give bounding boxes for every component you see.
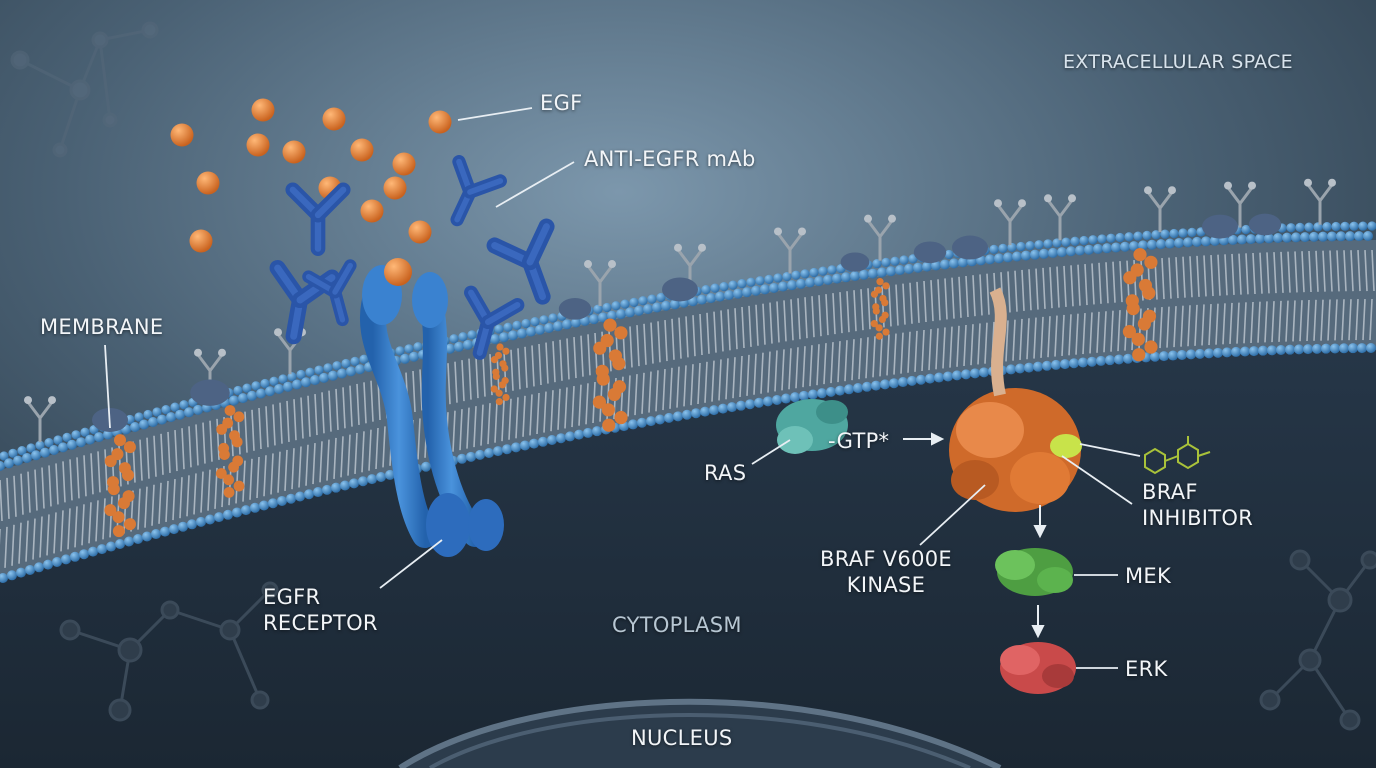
label-erk: ERK xyxy=(1125,657,1168,681)
label-cytoplasm: CYTOPLASM xyxy=(612,613,742,637)
label-mek: MEK xyxy=(1125,564,1172,588)
label-egfr-line2: RECEPTOR xyxy=(263,611,378,635)
label-braf-kinase-line2: KINASE xyxy=(846,573,926,597)
leader-lines xyxy=(104,107,1141,669)
label-braf-v600e-kinase: BRAF V600E KINASE xyxy=(800,546,972,598)
membrane-bilayer-icon xyxy=(0,178,1376,583)
label-anti-egfr-mab: ANTI-EGFR mAb xyxy=(584,147,756,171)
label-ras: RAS xyxy=(704,461,747,485)
background-molecule-decoration xyxy=(10,21,159,158)
label-nucleus: NUCLEUS xyxy=(631,726,733,750)
arrow-icon xyxy=(903,432,1047,639)
label-gtp: -GTP* xyxy=(828,429,890,453)
ras-protein-icon xyxy=(776,399,848,454)
label-egfr-line1: EGFR xyxy=(263,585,321,609)
label-braf-inhibitor-line1: BRAF xyxy=(1142,480,1198,504)
label-braf-inhibitor: BRAF INHIBITOR xyxy=(1142,479,1253,531)
cytoplasm-molecule-decoration xyxy=(59,549,1376,731)
erk-protein-icon xyxy=(1000,642,1076,694)
egf-ligand-icon xyxy=(170,98,452,253)
label-membrane: MEMBRANE xyxy=(40,315,164,339)
antibody-icon xyxy=(269,155,555,360)
label-braf-inhibitor-line2: INHIBITOR xyxy=(1142,506,1254,530)
label-extracellular-space: EXTRACELLULAR SPACE xyxy=(1063,51,1293,73)
braf-kinase-icon xyxy=(949,287,1081,512)
label-egfr-receptor: EGFR RECEPTOR xyxy=(263,584,378,636)
label-egf: EGF xyxy=(540,91,583,115)
braf-inhibitor-icon xyxy=(1050,434,1211,475)
mek-protein-icon xyxy=(995,548,1073,596)
egfr-receptor-icon xyxy=(359,258,504,557)
nucleus-envelope-icon xyxy=(398,698,1002,768)
label-braf-kinase-line1: BRAF V600E xyxy=(820,547,952,571)
